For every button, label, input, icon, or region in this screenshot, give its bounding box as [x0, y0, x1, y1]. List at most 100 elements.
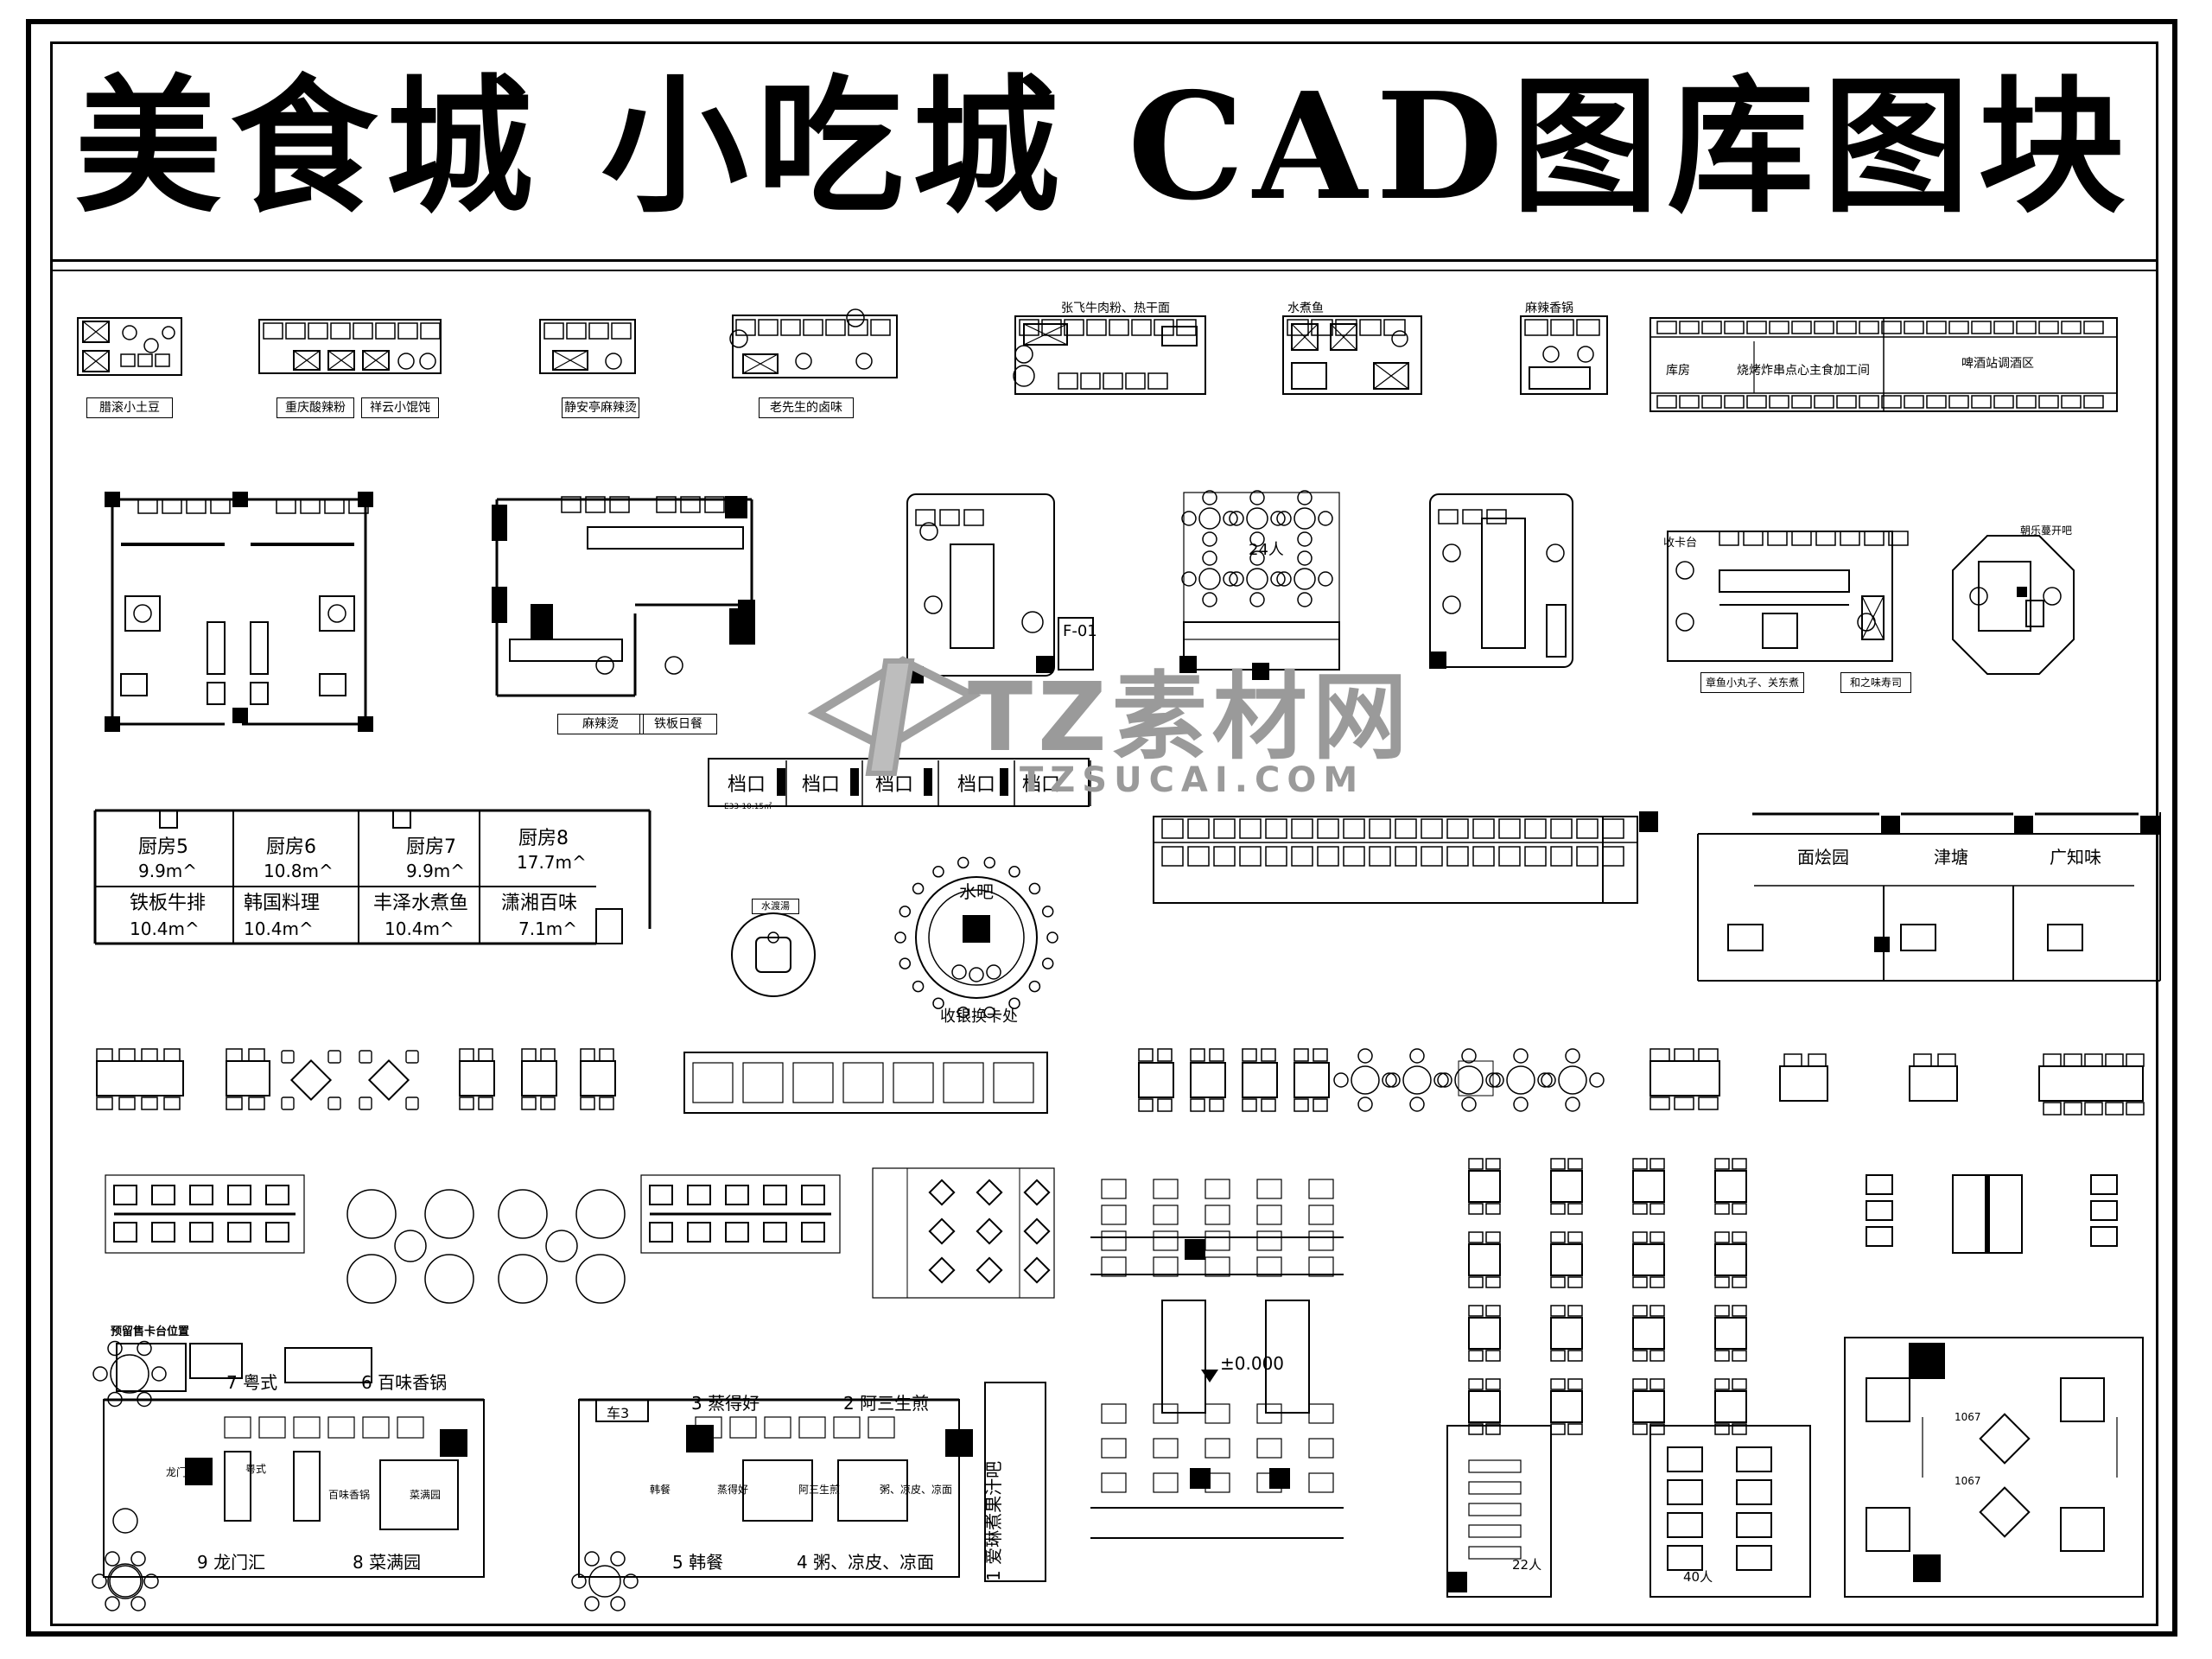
fixture-box [1732, 1350, 1747, 1362]
cad-rect [1308, 1205, 1334, 1225]
cad-rect [521, 1060, 557, 1096]
chair [1333, 1072, 1349, 1088]
fixture-box [1359, 319, 1382, 336]
fixture-box [1698, 1096, 1719, 1110]
fixture-box [1103, 372, 1123, 390]
cad-rect [1205, 1403, 1230, 1424]
equipment-box [1373, 362, 1409, 390]
fixture-box [1649, 1048, 1670, 1062]
fixture-box [1468, 1276, 1484, 1288]
equipment-cross [1023, 323, 1068, 346]
fixture-box [285, 322, 306, 340]
column-block [232, 708, 248, 723]
fixture-box [1161, 846, 1184, 867]
cad-rect [2090, 1174, 2118, 1195]
cad-rect [159, 810, 178, 829]
cad-rect [327, 1416, 355, 1439]
fixture-box [1732, 1203, 1747, 1215]
cad-rect [367, 1058, 410, 1102]
fixture-box [1311, 319, 1333, 336]
chair [281, 1050, 295, 1064]
cad-circle [112, 1508, 138, 1534]
kitchen-name: 厨房5 [138, 836, 188, 858]
fixture-box [1395, 818, 1417, 839]
fixture-box [656, 496, 677, 513]
chair [1461, 1096, 1477, 1112]
cad-rect [265, 1222, 289, 1243]
equipment-box [293, 350, 321, 371]
cad-rect [224, 1416, 251, 1439]
shop-name: 1 爱琳煮果汁吧 [983, 1460, 1004, 1581]
fixture-box [540, 1096, 556, 1110]
fixture-box [1472, 846, 1495, 867]
fixture-box [1714, 1378, 1730, 1390]
shop-name: 4 粥、凉皮、凉面 [797, 1552, 935, 1573]
fixture-box [141, 1096, 158, 1110]
chair [1223, 511, 1238, 526]
shop-name: 韩国料理 [244, 893, 321, 914]
shop-area: 7.1m^ [518, 918, 578, 939]
cad-circle [1391, 330, 1408, 347]
fixture-box [1550, 1231, 1566, 1243]
cad-rect [595, 1399, 649, 1422]
cad-rect [1101, 1205, 1127, 1225]
cad-rect [1205, 1179, 1230, 1199]
chair [1297, 531, 1313, 547]
room-label: 啤酒站调酒区 [1961, 357, 2034, 371]
cad-rect [1101, 1438, 1127, 1459]
fixture-box [353, 322, 373, 340]
fixture-box [1187, 846, 1210, 867]
cad-circle [605, 353, 622, 370]
cad-circle [986, 964, 1001, 980]
seat-count: 40人 [1683, 1569, 1713, 1585]
equipment-cross [742, 353, 779, 374]
fixture-box [1080, 372, 1101, 390]
fixture-box [1438, 509, 1459, 524]
cad-rect [580, 1060, 616, 1096]
fixture-box [1567, 1231, 1583, 1243]
round-table [588, 1565, 621, 1598]
fixture-box [1498, 818, 1521, 839]
fixture-box [780, 319, 801, 336]
cad-rect [509, 639, 623, 662]
fixture-box [1550, 818, 1573, 839]
cad-circle [951, 964, 967, 980]
fixture-box [1485, 1276, 1501, 1288]
fixture-box [375, 322, 396, 340]
cad-rect [250, 621, 269, 675]
stall-label: 祥云小馄饨 [361, 397, 439, 418]
cad-rect [1866, 1377, 1910, 1422]
cad-rect [683, 1052, 1048, 1114]
fixture-box [1701, 395, 1722, 409]
fixture-box [1836, 395, 1857, 409]
cad-rect [1667, 1512, 1703, 1538]
dimension-label: 1067 [1955, 1411, 1981, 1423]
fixture-box [1567, 1350, 1583, 1362]
fixture-box [1926, 395, 1947, 409]
cad-rect [319, 673, 346, 696]
stall-label: 腊滚小土豆 [86, 397, 173, 418]
cad-rect [1153, 1472, 1179, 1493]
chair [359, 1096, 372, 1110]
kitchen-area: 17.7m^ [517, 852, 587, 873]
bar-stool [912, 980, 925, 993]
fixture-box [1485, 1423, 1501, 1435]
fixture-box [276, 499, 296, 514]
fixture-box [324, 499, 345, 514]
cad-rect [2038, 1065, 2144, 1102]
chair [1489, 1072, 1504, 1088]
fixture-box [825, 319, 846, 336]
fixture-box [963, 509, 984, 526]
fixture-box [1576, 846, 1599, 867]
cad-rect [2047, 924, 2083, 951]
chair [105, 1596, 120, 1611]
fixture-box [1714, 1305, 1730, 1317]
fixture-box [609, 496, 630, 513]
kitchen-name: 厨房7 [406, 836, 456, 858]
fixture-box [1421, 846, 1443, 867]
column-block [1429, 652, 1446, 669]
fixture-box [1157, 1098, 1173, 1112]
chair [1202, 592, 1217, 607]
column-block [1252, 663, 1269, 680]
cad-rect [1714, 1317, 1747, 1350]
